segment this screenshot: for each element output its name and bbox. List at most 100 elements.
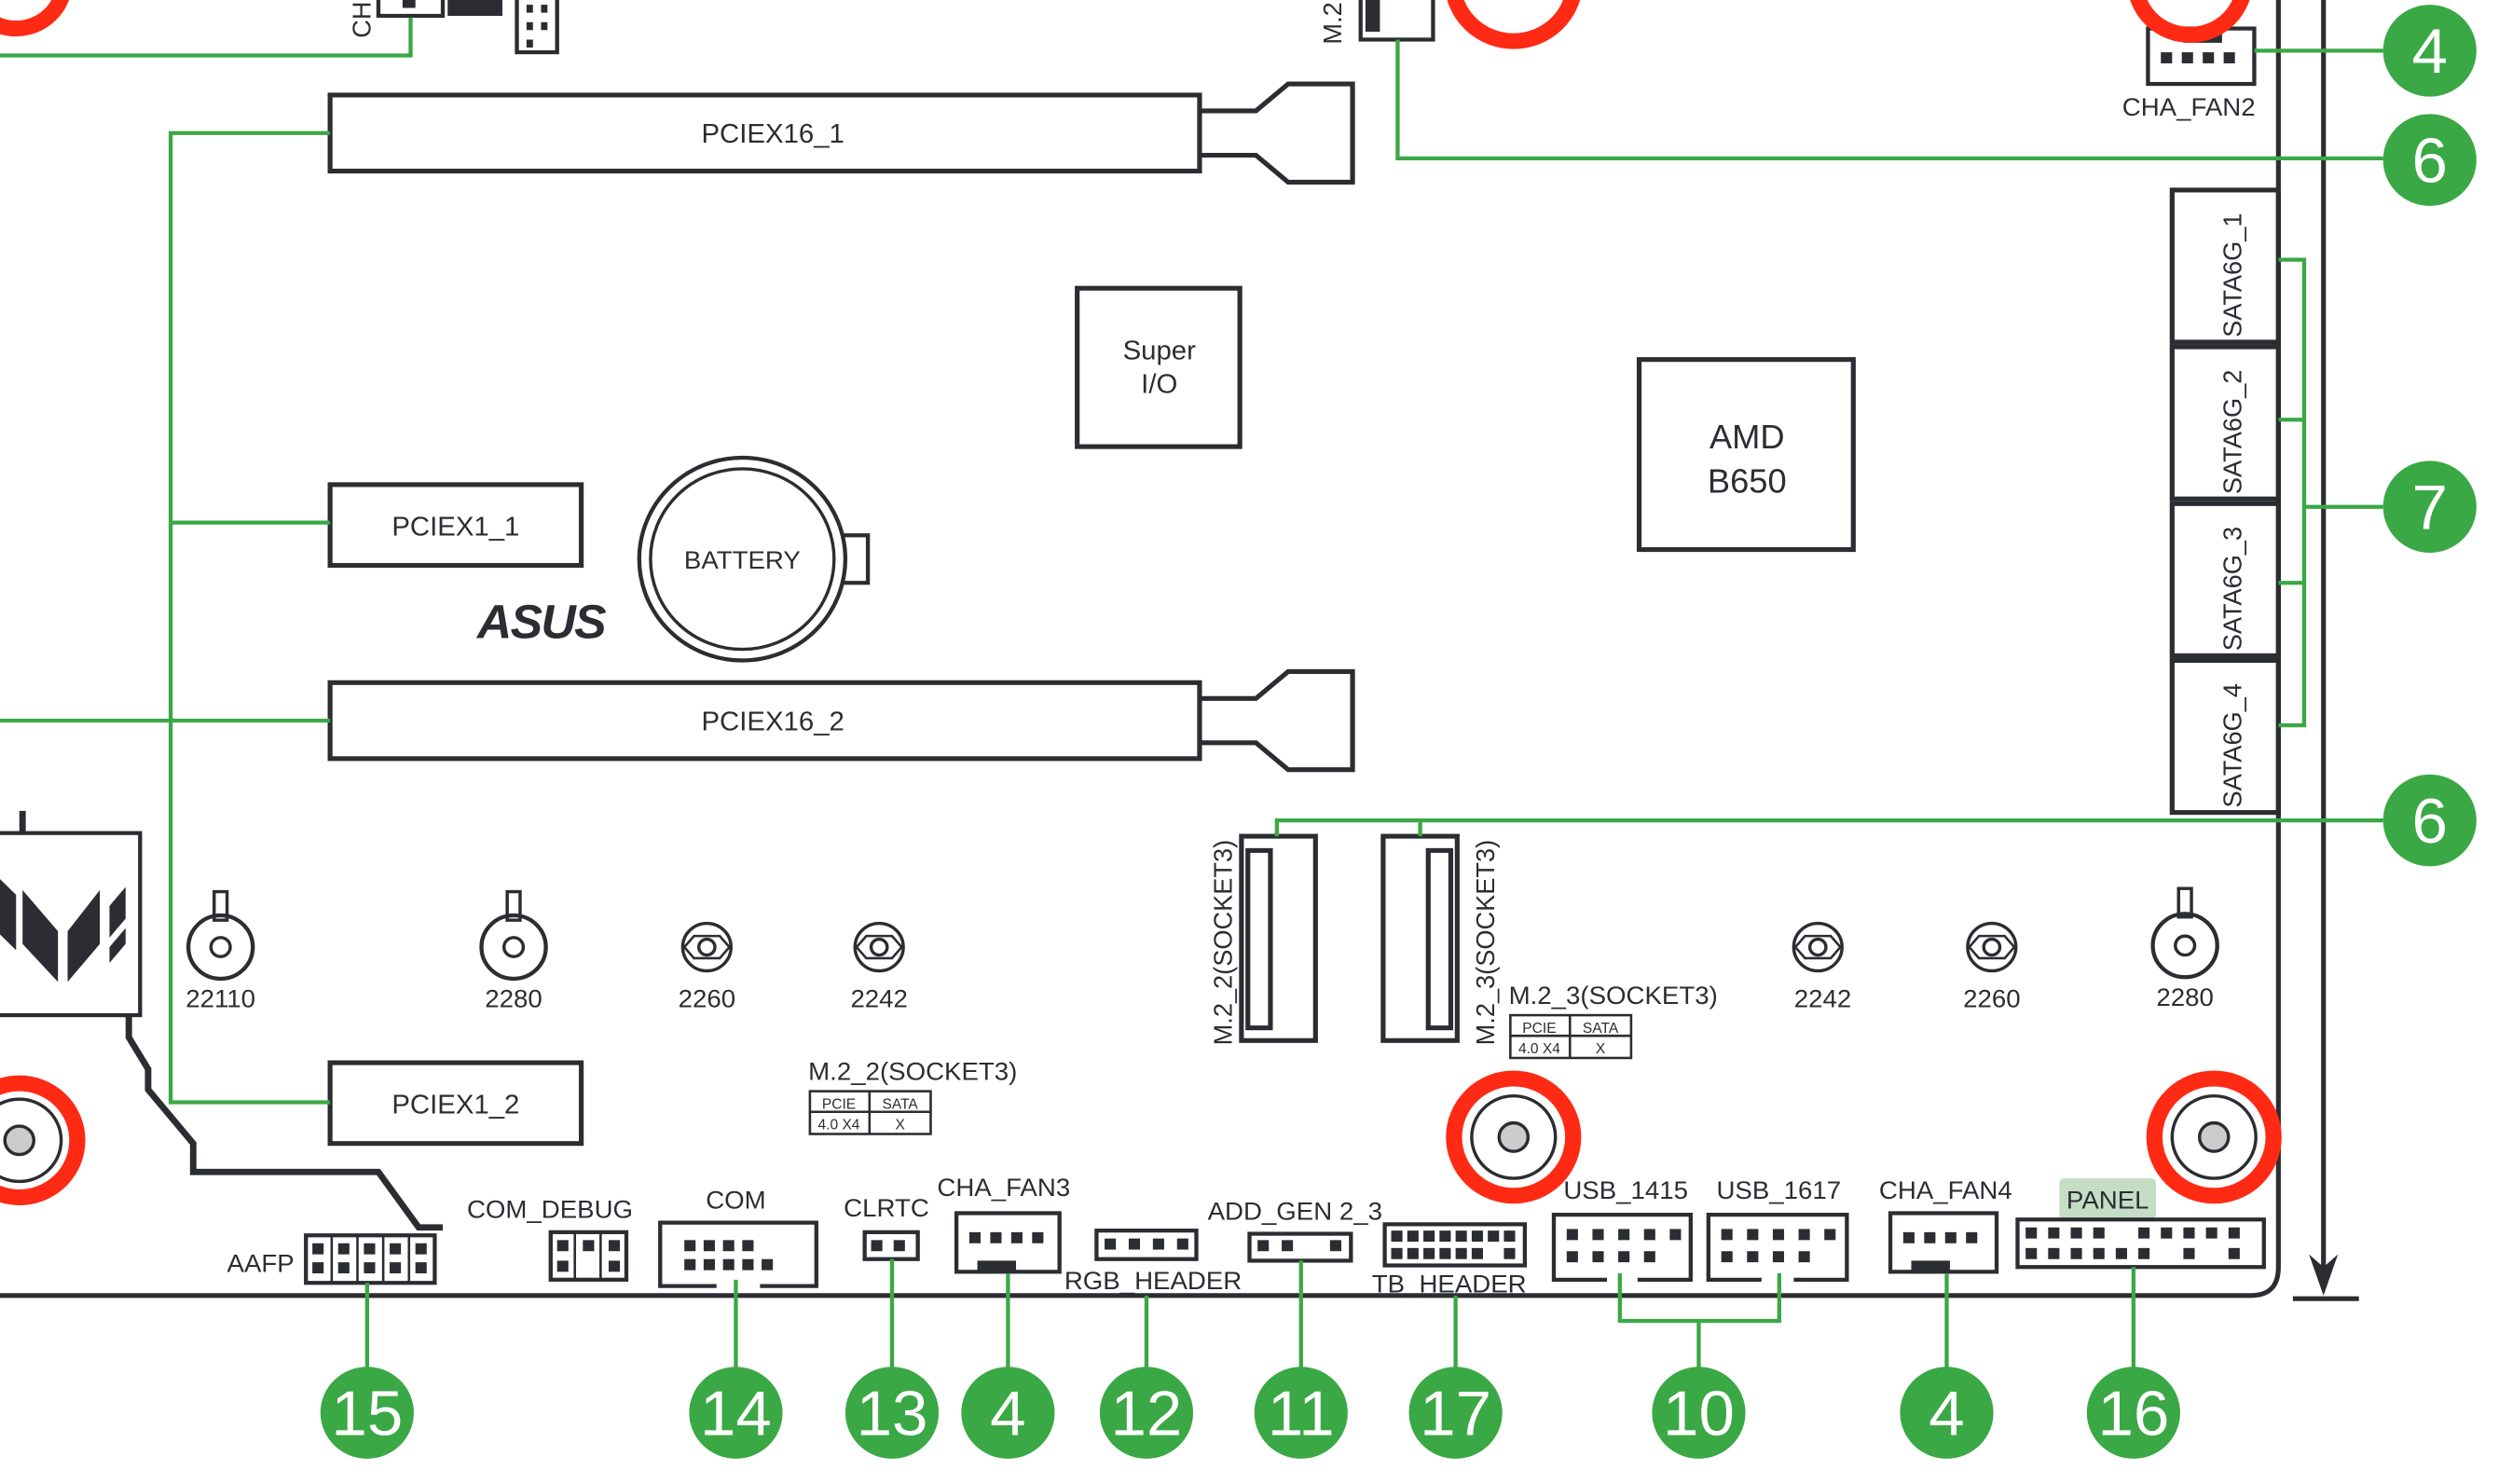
callout-clrtc: 13 bbox=[844, 1367, 940, 1459]
pin bbox=[608, 1240, 621, 1252]
asus-logo: ASUS bbox=[475, 595, 608, 649]
pin bbox=[2205, 1227, 2218, 1239]
com-debug-header: COM_DEBUG bbox=[467, 1195, 633, 1282]
m2-2-rotated-label: M.2_2(SOCKET3) bbox=[1208, 840, 1237, 1046]
mounting-hole-top-left bbox=[0, 0, 70, 37]
pin bbox=[1010, 1231, 1023, 1244]
pin bbox=[1439, 1247, 1451, 1259]
pciex16-1-label: PCIEX16_1 bbox=[701, 119, 844, 149]
pin bbox=[1966, 1231, 1978, 1244]
pciex1-1-label: PCIEX1_1 bbox=[391, 512, 519, 542]
pin bbox=[2070, 1247, 2082, 1259]
pin bbox=[1772, 1229, 1785, 1241]
cha-fan3-label: CHA_FAN3 bbox=[937, 1173, 1070, 1202]
rgb-header-label: RGB_HEADER bbox=[1064, 1266, 1242, 1295]
sata-label-3: SATA6G_3 bbox=[2218, 527, 2246, 651]
ch-label: CH bbox=[347, 2, 376, 38]
m2-3-rotated-label: M.2_3(SOCKET3) bbox=[1471, 840, 1500, 1046]
pin bbox=[990, 1231, 1002, 1244]
pin bbox=[703, 1240, 715, 1252]
pin bbox=[1152, 1238, 1164, 1250]
pin bbox=[2025, 1247, 2038, 1259]
pin bbox=[1747, 1229, 1759, 1241]
pin bbox=[364, 1243, 376, 1255]
pin bbox=[1455, 1247, 1467, 1259]
pin bbox=[415, 1262, 427, 1274]
m2-2-value-sata: X bbox=[895, 1118, 904, 1134]
pin bbox=[1504, 1247, 1516, 1259]
callout-cha-fan3: 4 bbox=[961, 1367, 1055, 1459]
callout-number: 17 bbox=[1420, 1378, 1491, 1449]
cha-fan3-header: CHA_FAN3 bbox=[937, 1173, 1070, 1379]
standoff-label: 2242 bbox=[850, 984, 907, 1013]
standoff-label: 2280 bbox=[2156, 982, 2213, 1011]
callout-number: 16 bbox=[2097, 1378, 2169, 1449]
callout-com: 14 bbox=[689, 1367, 783, 1459]
pin bbox=[1721, 1251, 1733, 1263]
pin bbox=[1407, 1247, 1419, 1259]
m2-2-header-sata: SATA bbox=[883, 1096, 919, 1112]
pin bbox=[968, 1231, 982, 1244]
pin bbox=[1128, 1238, 1141, 1250]
standoffs-left: 22110 2280 2260 2242 bbox=[185, 889, 908, 1013]
pin bbox=[1176, 1238, 1188, 1250]
callout-number: 4 bbox=[1929, 1378, 1964, 1449]
pin bbox=[2093, 1227, 2105, 1239]
pin bbox=[1391, 1230, 1403, 1243]
pin bbox=[2138, 1227, 2150, 1239]
pciex16-2-slot: PCIEX16_2 bbox=[327, 668, 1355, 773]
pin bbox=[390, 1243, 402, 1255]
pin bbox=[1488, 1230, 1500, 1243]
callout-number: 7 bbox=[2412, 472, 2448, 543]
panel-header: PANEL bbox=[2015, 1178, 2266, 1379]
pin bbox=[1471, 1230, 1483, 1243]
rgb-header: RGB_HEADER bbox=[1064, 1229, 1242, 1379]
pin bbox=[1747, 1251, 1759, 1263]
add-gen-label: ADD_GEN 2_3 bbox=[1208, 1196, 1382, 1225]
pin bbox=[684, 1258, 696, 1271]
pin bbox=[1439, 1230, 1451, 1243]
pin bbox=[608, 1260, 621, 1272]
pin bbox=[2070, 1227, 2082, 1239]
standoff-label: 22110 bbox=[185, 984, 255, 1013]
m2-2-spec-table: M.2_2(SOCKET3) PCIE SATA 4.0 X4 X bbox=[808, 1057, 1017, 1135]
cha-fan2-header: CHA_FAN2 bbox=[2122, 0, 2383, 121]
chipset-line2: B650 bbox=[1708, 462, 1787, 501]
pin bbox=[1798, 1251, 1810, 1263]
pin bbox=[893, 1240, 905, 1252]
tb-header: TB_HEADER bbox=[1372, 1222, 1528, 1379]
pin bbox=[1592, 1251, 1604, 1263]
pin bbox=[1592, 1229, 1604, 1241]
callout-number: 12 bbox=[1111, 1378, 1183, 1449]
callout-number: 6 bbox=[2412, 785, 2448, 856]
pin bbox=[1618, 1229, 1630, 1241]
pin bbox=[2183, 1247, 2195, 1259]
mounting-hole-center bbox=[1446, 1070, 1582, 1204]
pin bbox=[684, 1240, 696, 1252]
com-debug-label: COM_DEBUG bbox=[467, 1195, 633, 1224]
pin bbox=[1329, 1240, 1341, 1252]
cha-fan4-header: CHA_FAN4 bbox=[1879, 1175, 2012, 1379]
pin bbox=[556, 1260, 569, 1272]
pin bbox=[337, 1243, 350, 1255]
pin bbox=[2228, 1247, 2240, 1259]
super-io-line2: I/O bbox=[1141, 370, 1177, 400]
clrtc-header: CLRTC bbox=[844, 1193, 929, 1379]
pin bbox=[1772, 1251, 1785, 1263]
callout-sata: 7 bbox=[2382, 460, 2477, 553]
callout-m2-top: 6 bbox=[2382, 114, 2477, 206]
pcie-leaders bbox=[0, 131, 331, 1105]
tuf-logo-block bbox=[0, 810, 444, 1231]
pin bbox=[2115, 1247, 2127, 1259]
m2-2-table-title: M.2_2(SOCKET3) bbox=[808, 1057, 1017, 1086]
pin bbox=[722, 1240, 735, 1252]
m2-3-value-sata: X bbox=[1596, 1041, 1605, 1057]
pin bbox=[1504, 1230, 1516, 1243]
pin bbox=[337, 1262, 350, 1274]
standoff-2260: 2260 bbox=[679, 921, 735, 1013]
battery: BATTERY bbox=[637, 455, 871, 663]
callout-number: 6 bbox=[2412, 125, 2448, 196]
board-outline bbox=[0, 0, 2359, 1301]
sata-ports: SATA6G_1 SATA6G_2 SATA6G_3 SATA6G_4 bbox=[2169, 187, 2383, 816]
pciex16-2-label: PCIEX16_2 bbox=[701, 707, 844, 736]
